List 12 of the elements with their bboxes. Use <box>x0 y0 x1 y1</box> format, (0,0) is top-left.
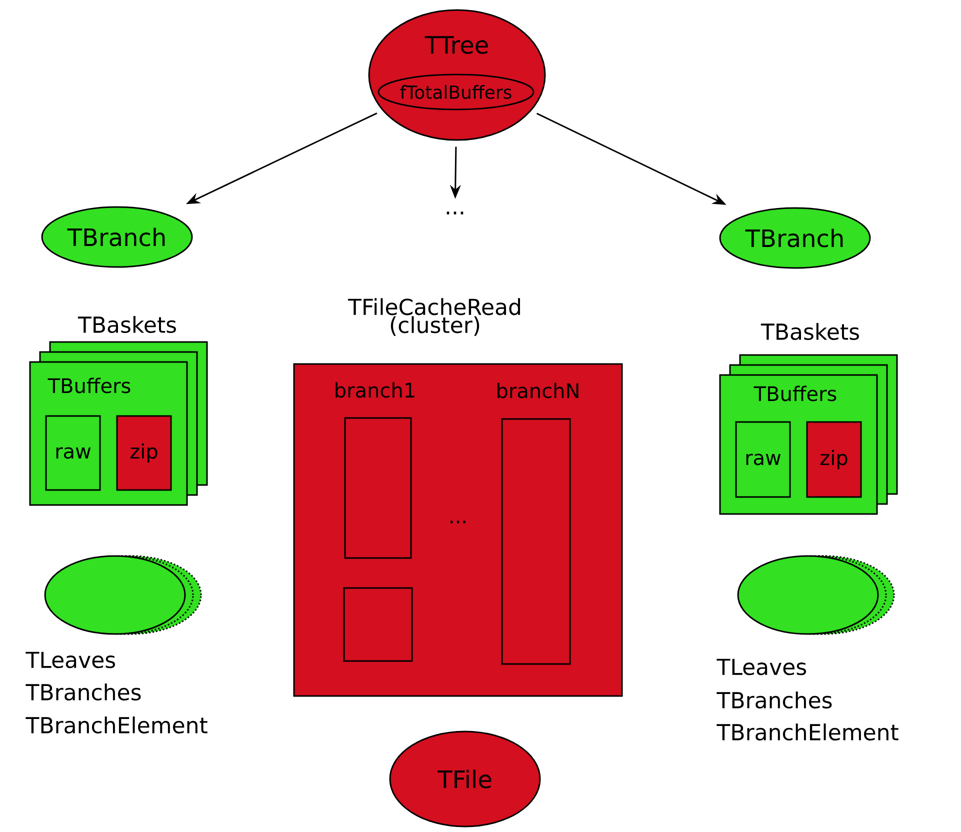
ellipse-node: TBranch <box>719 207 871 269</box>
ellipse-node: TBranch <box>41 206 193 268</box>
node-label: TLeaves TBranches TBranchElement <box>26 652 208 734</box>
node-label: ... <box>446 212 464 214</box>
node-label: branchN <box>498 382 578 398</box>
ellipse-node: fTotalBuffers <box>378 74 534 110</box>
node-label: TLeaves TBranches TBranchElement <box>716 658 898 740</box>
ellipsis-label: ... <box>450 520 466 524</box>
node-label: branch1 <box>336 382 414 398</box>
ellipse-node: TFile <box>389 730 541 828</box>
box-node <box>343 587 413 662</box>
node-label: TFileCacheRead (cluster) <box>348 298 520 336</box>
